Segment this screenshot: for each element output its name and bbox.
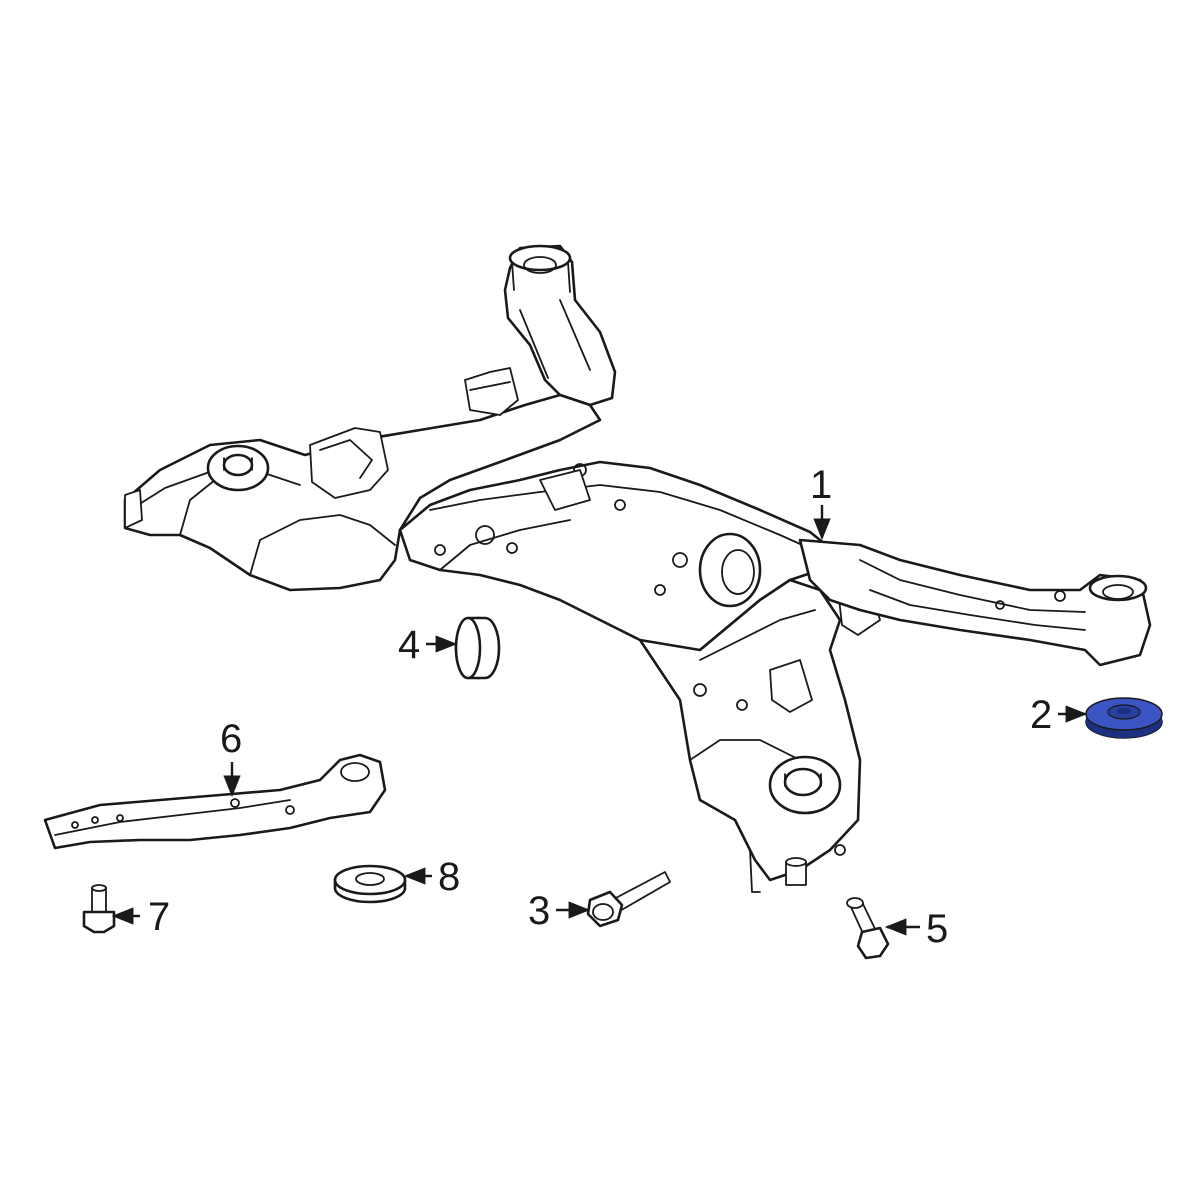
callout-1: 1 bbox=[810, 463, 832, 507]
part-1-subframe[interactable] bbox=[123, 244, 1152, 893]
part-5-bolt[interactable] bbox=[846, 897, 890, 960]
part-2-washer[interactable] bbox=[1085, 697, 1163, 739]
callout-labels: 1 2 3 4 5 6 7 8 bbox=[148, 463, 1052, 951]
callout-5: 5 bbox=[926, 907, 948, 951]
callout-4: 4 bbox=[398, 623, 420, 667]
callout-8: 8 bbox=[438, 855, 460, 899]
callout-3: 3 bbox=[528, 889, 550, 933]
callout-7: 7 bbox=[148, 895, 170, 939]
part-8-washer[interactable] bbox=[333, 864, 407, 904]
callout-6: 6 bbox=[220, 717, 242, 761]
part-7-bolt[interactable] bbox=[82, 884, 116, 934]
part-4-washer[interactable] bbox=[454, 616, 501, 680]
leader-lines bbox=[111, 505, 1088, 936]
callout-2: 2 bbox=[1030, 693, 1052, 737]
part-3-bolt[interactable] bbox=[586, 871, 671, 928]
part-6-bracket[interactable] bbox=[43, 753, 387, 850]
